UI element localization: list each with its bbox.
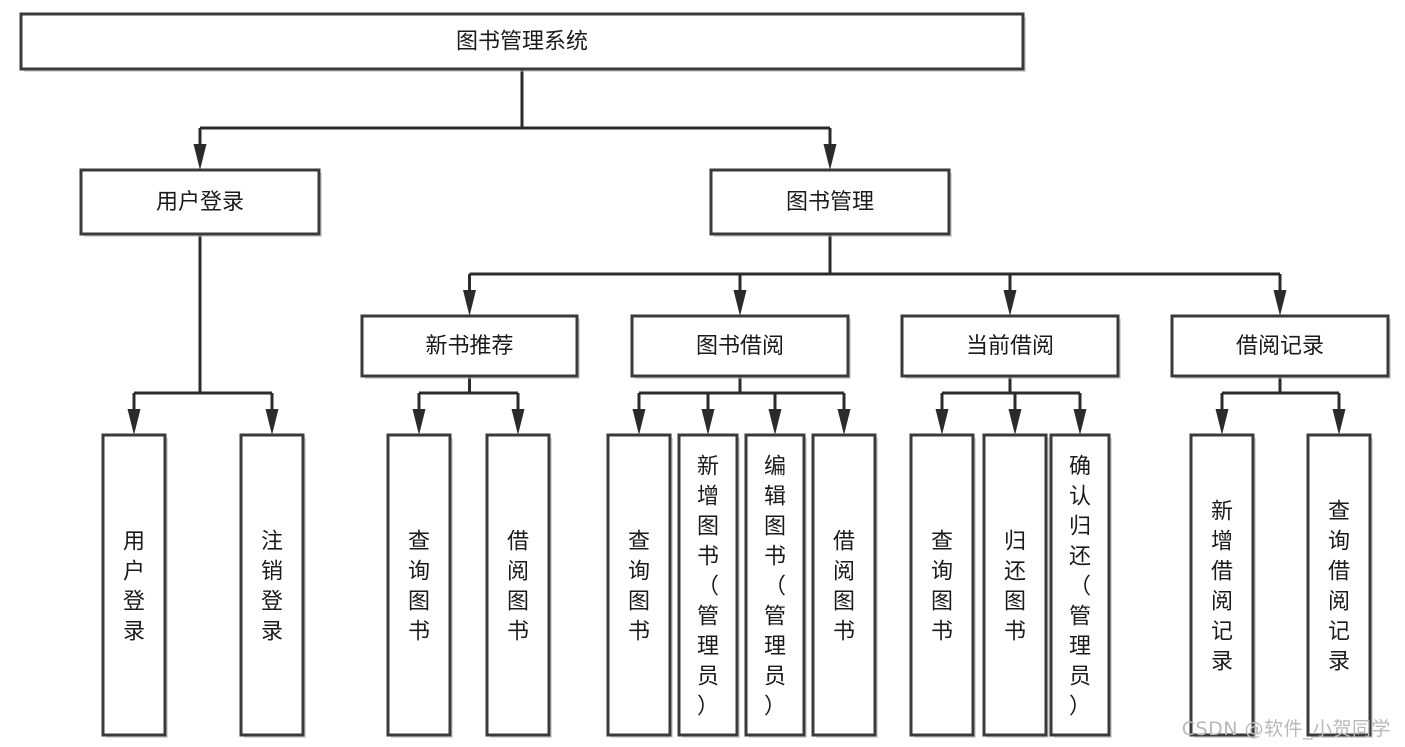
node-leaf-confirm-return[interactable]: 确认归还（管理员） <box>1049 433 1112 738</box>
node-layer: 图书管理系统用户登录图书管理新书推荐图书借阅当前借阅借阅记录用户登录注销登录查询… <box>19 12 1391 738</box>
node-box[interactable] <box>386 433 452 737</box>
node-label: 编辑图书（管理员） <box>764 454 786 719</box>
node-box[interactable] <box>744 433 806 737</box>
node-box[interactable] <box>485 433 551 737</box>
arrow-head-icon <box>837 409 851 435</box>
node-box[interactable] <box>1049 433 1111 737</box>
node-leaf-query-book-1[interactable]: 查询图书 <box>386 433 453 738</box>
arrow-head-icon <box>1003 290 1017 316</box>
node-book-borrow[interactable]: 图书借阅 <box>630 314 851 379</box>
node-label: 用户登录 <box>156 190 244 215</box>
node-leaf-borrow-book-2[interactable]: 借阅图书 <box>811 433 878 738</box>
node-label: 查询图书 <box>408 529 430 644</box>
node-leaf-add-book[interactable]: 新增图书（管理员） <box>677 433 740 738</box>
arrow-head-icon <box>193 144 207 170</box>
node-box[interactable] <box>360 314 579 378</box>
edge-group-borrow-record <box>1215 376 1346 435</box>
arrow-head-icon <box>733 290 747 316</box>
node-label: 当前借阅 <box>966 334 1054 359</box>
edge-group-user-login <box>127 234 279 435</box>
node-book-manage[interactable]: 图书管理 <box>709 168 952 237</box>
edge-group-current-borrow <box>935 376 1087 435</box>
node-label: 注销登录 <box>261 529 283 644</box>
node-label: 图书管理系统 <box>456 30 588 55</box>
arrow-head-icon <box>412 409 426 435</box>
node-label: 借阅记录 <box>1236 334 1324 359</box>
arrow-head-icon <box>1273 290 1287 316</box>
node-box[interactable] <box>909 433 975 737</box>
node-leaf-query-record[interactable]: 查询借阅记录 <box>1306 433 1373 738</box>
node-new-book-rec[interactable]: 新书推荐 <box>360 314 580 379</box>
node-label: 确认归还（管理员） <box>1069 454 1091 719</box>
edge-group-book-borrow <box>632 376 851 435</box>
node-box[interactable] <box>900 314 1120 378</box>
node-leaf-logout[interactable]: 注销登录 <box>239 433 306 738</box>
node-label: 查询图书 <box>628 529 650 644</box>
node-leaf-query-book-2[interactable]: 查询图书 <box>606 433 673 738</box>
node-box[interactable] <box>79 168 321 236</box>
edge-layer <box>127 69 1346 435</box>
node-label: 用户登录 <box>123 529 145 644</box>
node-label: 图书借阅 <box>696 334 784 359</box>
node-box[interactable] <box>19 12 1025 71</box>
arrow-head-icon <box>511 409 525 435</box>
node-leaf-add-record[interactable]: 新增借阅记录 <box>1189 433 1256 738</box>
node-box[interactable] <box>606 433 672 737</box>
edge-group-root <box>193 69 837 170</box>
edge-group-book-manage <box>463 234 1287 316</box>
node-box[interactable] <box>630 314 850 378</box>
node-leaf-user-login[interactable]: 用户登录 <box>101 433 168 738</box>
arrow-head-icon <box>127 409 141 435</box>
edge-group-new-book-rec <box>412 376 525 435</box>
node-box[interactable] <box>1170 314 1390 378</box>
node-label: 查询借阅记录 <box>1328 499 1350 674</box>
node-box[interactable] <box>811 433 877 737</box>
node-box[interactable] <box>1306 433 1372 737</box>
node-leaf-query-book-3[interactable]: 查询图书 <box>909 433 976 738</box>
node-borrow-record[interactable]: 借阅记录 <box>1170 314 1391 379</box>
arrow-head-icon <box>935 409 949 435</box>
arrow-head-icon <box>823 144 837 170</box>
arrow-head-icon <box>632 409 646 435</box>
node-root[interactable]: 图书管理系统 <box>19 12 1026 72</box>
node-box[interactable] <box>982 433 1048 737</box>
node-box[interactable] <box>101 433 167 737</box>
arrow-head-icon <box>1008 409 1022 435</box>
node-label: 归还图书 <box>1004 529 1026 644</box>
arrow-head-icon <box>1073 409 1087 435</box>
node-box[interactable] <box>677 433 739 737</box>
node-label: 新增图书（管理员） <box>697 454 719 719</box>
node-box[interactable] <box>1189 433 1255 737</box>
node-leaf-borrow-book-1[interactable]: 借阅图书 <box>485 433 552 738</box>
node-label: 新书推荐 <box>425 334 513 359</box>
node-leaf-edit-book[interactable]: 编辑图书（管理员） <box>744 433 807 738</box>
node-label: 借阅图书 <box>833 529 855 644</box>
node-label: 查询图书 <box>931 529 953 644</box>
arrow-head-icon <box>1215 409 1229 435</box>
arrow-head-icon <box>701 409 715 435</box>
node-leaf-return-book[interactable]: 归还图书 <box>982 433 1049 738</box>
node-label: 新增借阅记录 <box>1211 499 1233 674</box>
node-current-borrow[interactable]: 当前借阅 <box>900 314 1121 379</box>
node-label: 借阅图书 <box>507 529 529 644</box>
arrow-head-icon <box>1332 409 1346 435</box>
node-box[interactable] <box>709 168 951 236</box>
node-user-login[interactable]: 用户登录 <box>79 168 322 237</box>
node-label: 图书管理 <box>786 190 874 215</box>
node-box[interactable] <box>239 433 305 737</box>
arrow-head-icon <box>768 409 782 435</box>
arrow-head-icon <box>265 409 279 435</box>
arrow-head-icon <box>463 290 476 316</box>
